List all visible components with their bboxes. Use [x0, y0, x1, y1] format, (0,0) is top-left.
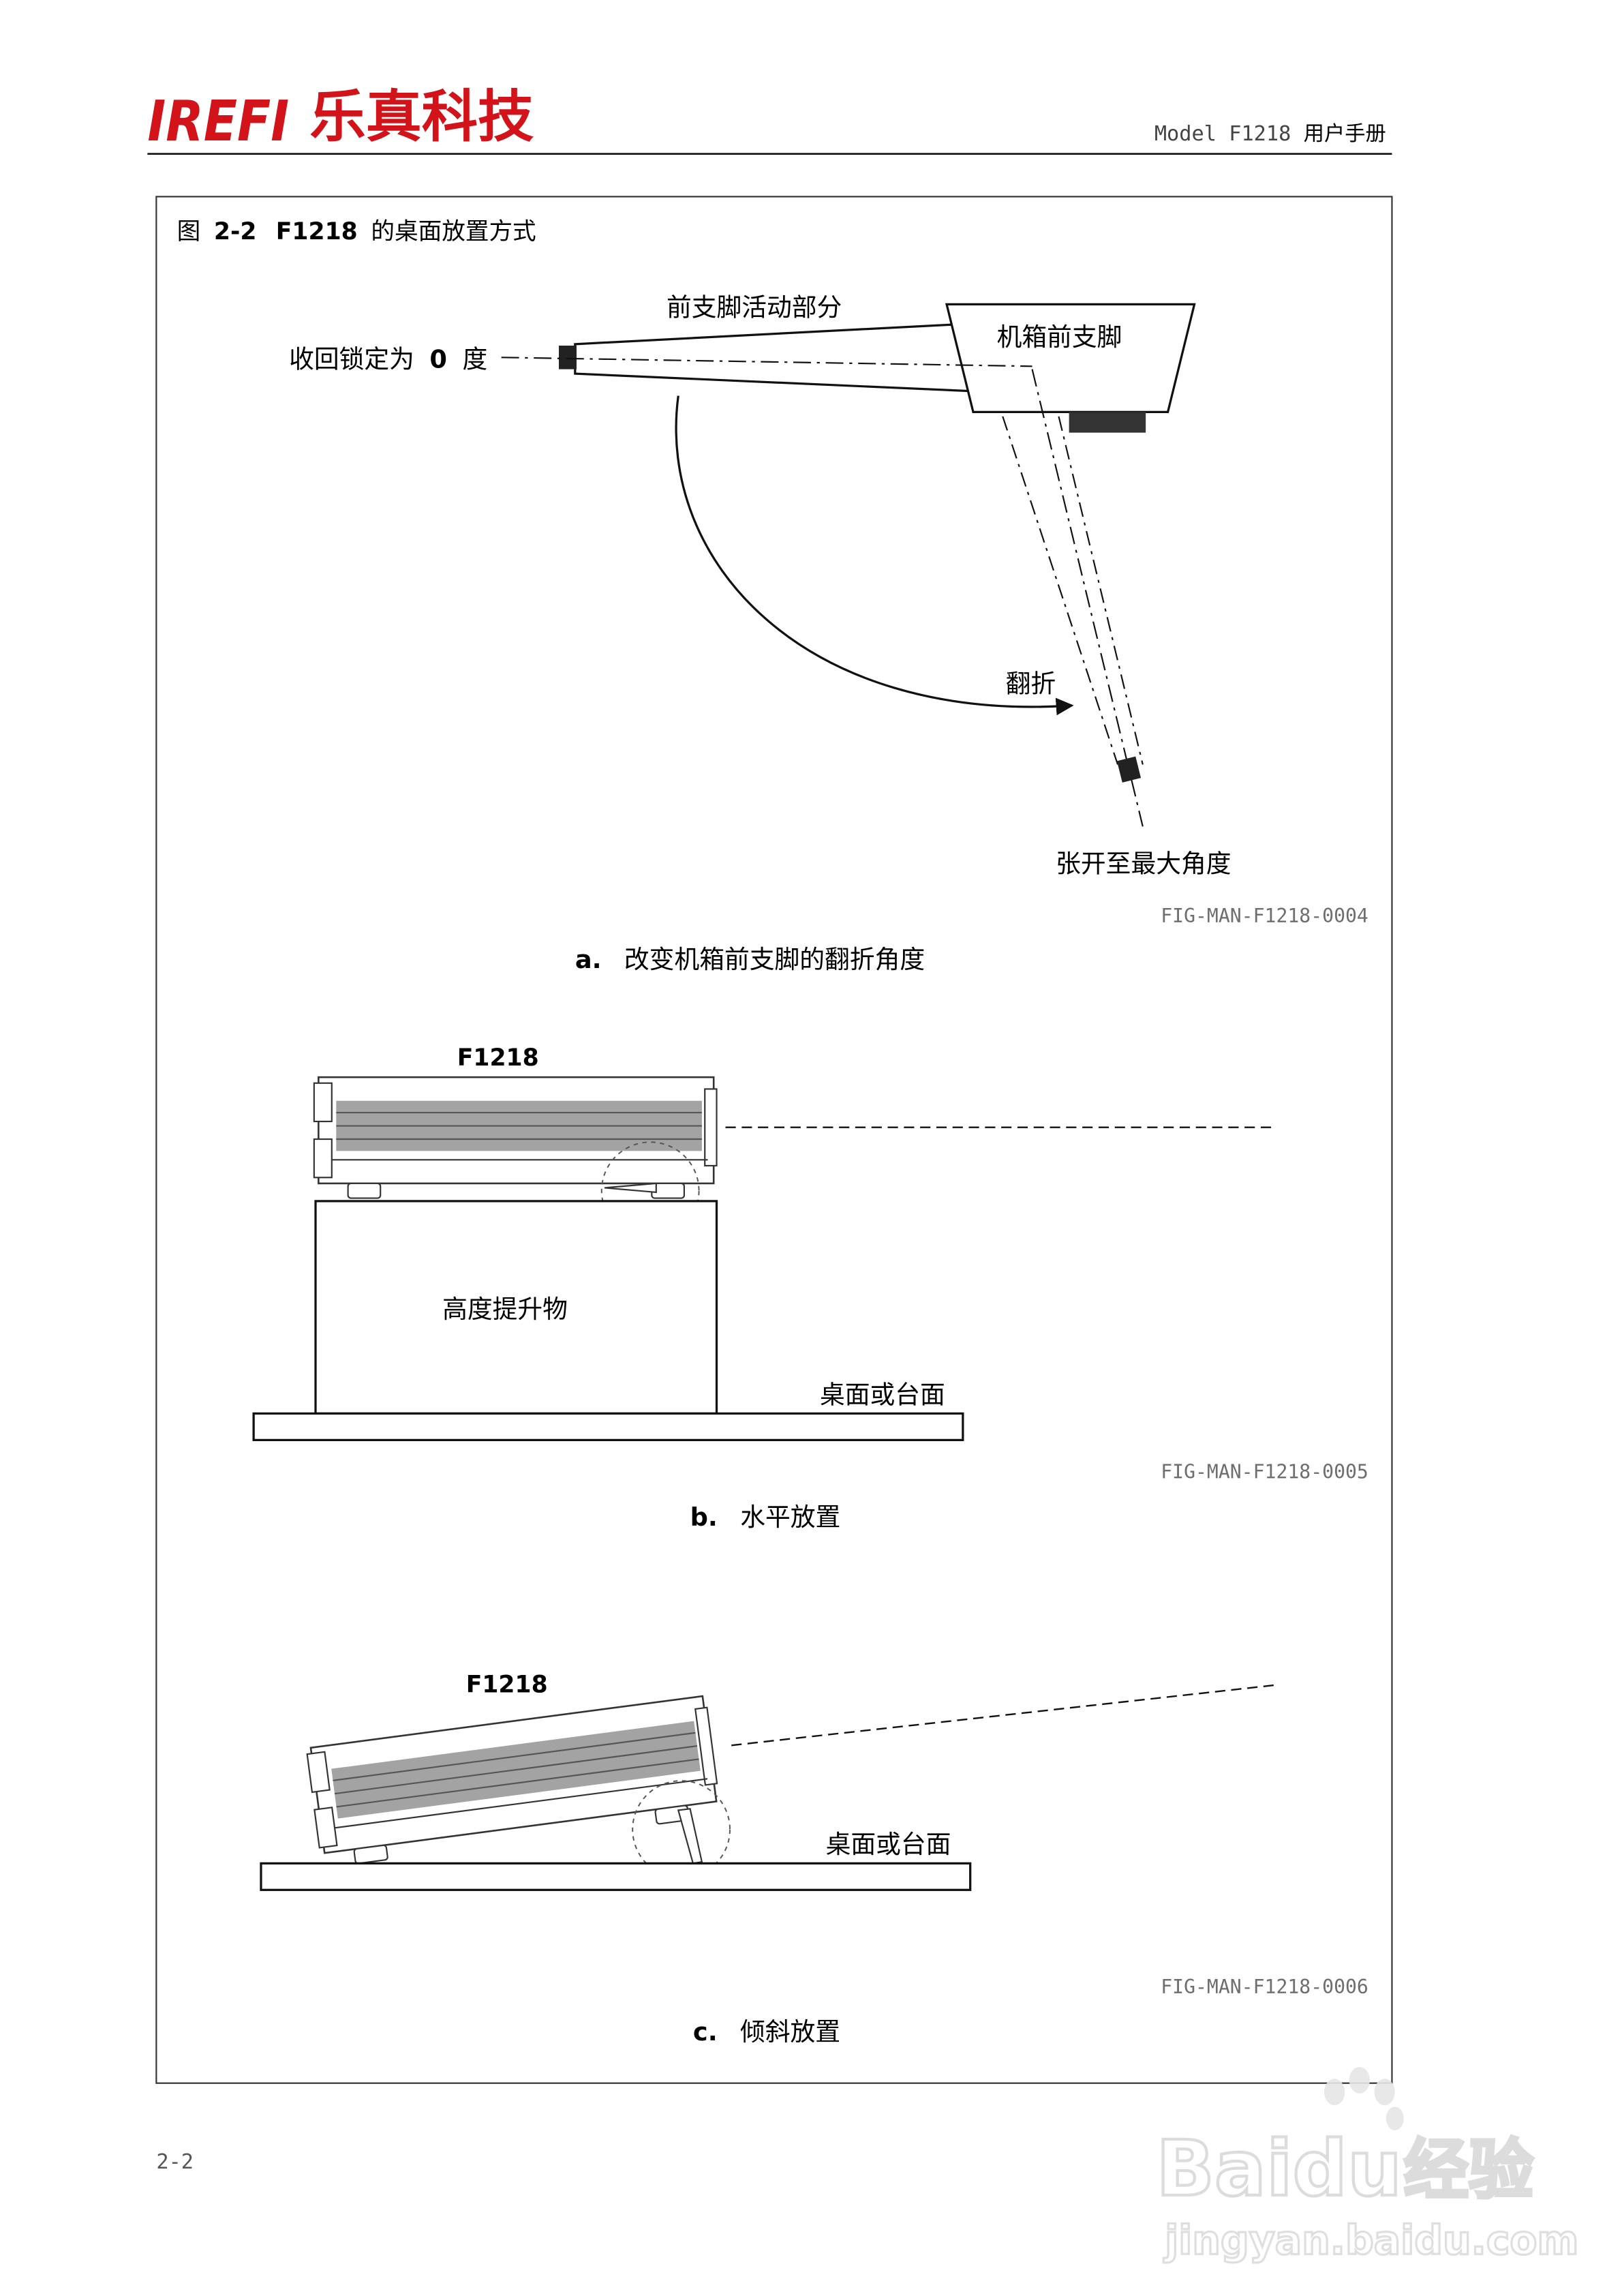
instrument-chassis-b — [313, 1076, 718, 1199]
leg-tip-horizontal — [559, 345, 577, 369]
table-label-c: 桌面或台面 — [826, 1830, 951, 1859]
label-front-leg-active: 前支脚活动部分 — [667, 293, 842, 322]
riser-block — [314, 1200, 718, 1415]
instrument-chassis-c — [306, 1695, 718, 1864]
model-label: Model F1218 用户手册 — [1154, 122, 1386, 146]
logo-text: IREFI — [147, 89, 289, 154]
leg-edge-open-right — [1058, 416, 1144, 765]
label-locked-zero-degree: 收回锁定为 0 度 — [289, 344, 487, 374]
baidu-jingyan-watermark: Baidu 经验 jingyan.baidu.com — [1154, 2066, 1580, 2265]
refi-logo: IREFI — [147, 89, 289, 154]
subfigure-a: 前支脚活动部分 机箱前支脚 收回锁定为 0 度 翻折 张开至最大角度 FIG-M… — [289, 293, 1368, 974]
watermark-service: 经验 — [1404, 2133, 1533, 2208]
leg-edge-open-left — [1002, 416, 1119, 765]
figure-code-c: FIG-MAN-F1218-0006 — [1161, 1976, 1368, 1998]
leg-centerline-horizontal — [501, 357, 1032, 367]
label-fold: 翻折 — [1006, 669, 1056, 698]
subfigure-b: F1218 高度提升物 桌面或台面 FIG-MAN-F1218-0005 b. … — [252, 1044, 1368, 1532]
page-header: IREFI 乐真科技 Model F1218 用户手册 — [147, 85, 1392, 155]
zoom-circle-c — [632, 1780, 731, 1879]
figure-frame — [155, 196, 1393, 2084]
sight-line-c — [731, 1684, 1277, 1747]
foot-pad — [1069, 412, 1146, 433]
open-leg-c — [677, 1808, 703, 1864]
leg-tip-open — [1116, 756, 1142, 783]
watermark-brand: Baidu — [1156, 2124, 1402, 2214]
caption-a: a. 改变机箱前支脚的翻折角度 — [575, 945, 925, 974]
page-number: 2-2 — [156, 2150, 194, 2174]
figure-title: 图 2-2 F1218 的桌面放置方式 — [177, 218, 536, 245]
fold-arc — [675, 395, 1074, 716]
subfigure-c: F1218 桌面或台面 FIG-MAN-F1218-0006 c. 倾斜放置 — [260, 1671, 1368, 2046]
label-max-angle: 张开至最大角度 — [1056, 849, 1231, 878]
figure-code-a: FIG-MAN-F1218-0004 — [1161, 905, 1368, 927]
watermark-url: jingyan.baidu.com — [1163, 2218, 1578, 2264]
label-chassis-front-foot: 机箱前支脚 — [997, 322, 1122, 352]
riser-label: 高度提升物 — [442, 1295, 568, 1324]
table-label-b: 桌面或台面 — [820, 1380, 945, 1409]
table-c — [260, 1862, 972, 1891]
zoom-circle-b — [600, 1141, 700, 1241]
table-b — [252, 1412, 964, 1442]
leg-centerline-open — [1031, 369, 1144, 827]
device-label-c: F1218 — [466, 1671, 548, 1698]
chassis-front-foot — [945, 303, 1196, 413]
caption-c: c. 倾斜放置 — [693, 2017, 840, 2046]
caption-b: b. 水平放置 — [690, 1502, 841, 1532]
figure-code-b: FIG-MAN-F1218-0005 — [1161, 1461, 1368, 1483]
company-name: 乐真科技 — [309, 85, 534, 150]
paw-icon — [1323, 2066, 1404, 2130]
device-label-b: F1218 — [457, 1044, 539, 1072]
front-leg-horizontal — [574, 322, 978, 393]
